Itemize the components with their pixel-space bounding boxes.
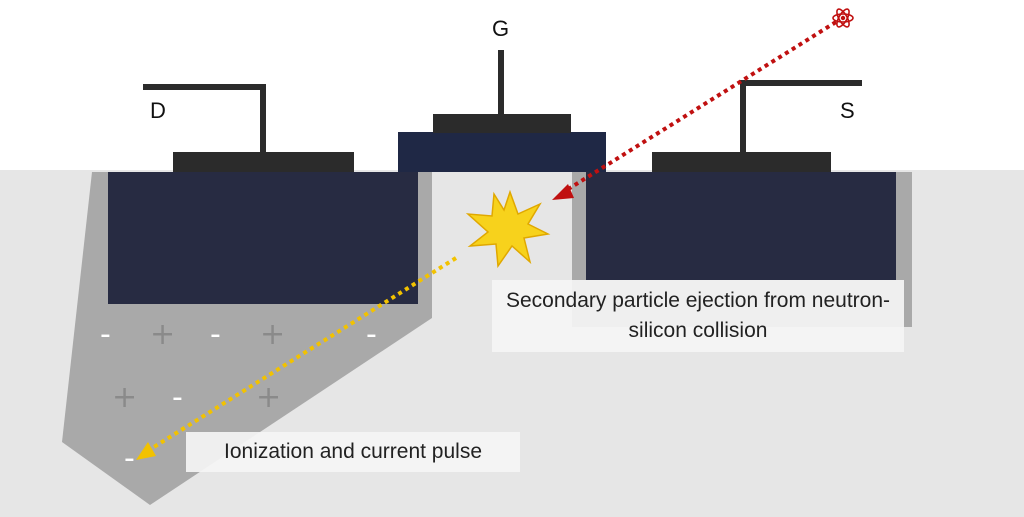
- charge-plus: +: [112, 380, 138, 415]
- secondary-particle-text: Secondary particle ejection from neutron…: [505, 289, 891, 342]
- ionization-callout: Ionization and current pulse: [186, 432, 520, 472]
- drain-lead-vertical: [260, 84, 266, 154]
- ionization-path: [144, 256, 458, 454]
- gate-oxide: [398, 132, 606, 172]
- collision-burst-icon: [465, 189, 551, 269]
- neutron-path: [560, 20, 838, 195]
- gate-label: G: [492, 16, 510, 41]
- ionization-text: Ionization and current pulse: [224, 440, 482, 463]
- source-lead-horizontal: [740, 80, 862, 86]
- atom-icon: [832, 8, 854, 28]
- source-lead-vertical: [740, 80, 746, 154]
- charge-minus: -: [210, 317, 221, 352]
- neutron-arrowhead: [552, 184, 574, 200]
- drain-lead-horizontal: [143, 84, 266, 90]
- charge-minus: -: [172, 380, 183, 415]
- source-diffusion: [586, 172, 896, 280]
- charge-minus: -: [124, 441, 135, 476]
- source-label: S: [840, 98, 855, 123]
- gate-contact: [433, 114, 571, 133]
- charge-plus: +: [260, 317, 286, 352]
- secondary-particle-callout: Secondary particle ejection from neutron…: [492, 280, 904, 352]
- charge-plus: +: [150, 317, 176, 352]
- ionization-arrowhead: [136, 442, 156, 460]
- charge-minus: -: [366, 317, 377, 352]
- drain-label: D: [150, 98, 166, 123]
- drain-diffusion: [108, 172, 418, 304]
- drain-contact: [173, 152, 354, 172]
- charge-plus: +: [256, 380, 282, 415]
- source-contact: [652, 152, 831, 172]
- charge-minus: -: [100, 317, 111, 352]
- gate-lead: [498, 50, 504, 116]
